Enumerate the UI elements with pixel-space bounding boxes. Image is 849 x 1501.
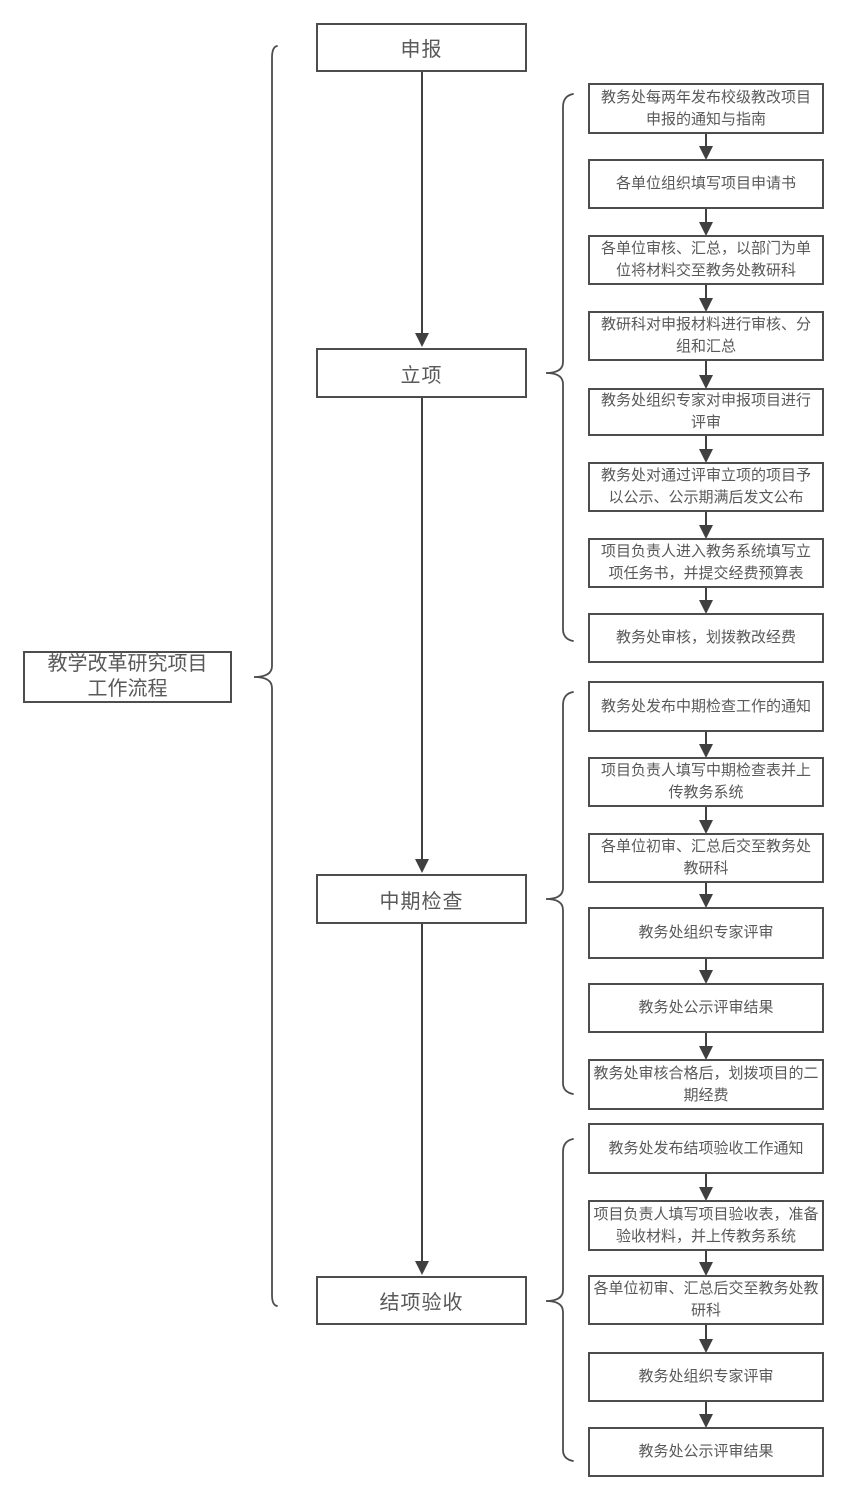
stage-box-jiexiangyanshou: 结项验收 [316,1276,527,1325]
stage-box-shenbao: 申报 [316,23,527,72]
step-box: 教务处组织专家评审 [588,907,824,959]
step-label: 教务处组织专家对申报项目进行 评审 [600,392,811,431]
arrow-step [699,209,713,236]
stage-label: 中期检查 [379,890,464,913]
arrow-step [699,1251,713,1276]
arrow-step [699,134,713,160]
step-label: 教务处发布结项验收工作通知 [608,1139,804,1157]
step-box: 教务处公示评审结果 [588,983,824,1033]
step-box: 各单位初审、汇总后交至教务处 教研科 [588,833,824,883]
arrow-zhongqi-to-jiexiang [415,924,429,1275]
stage-box-lixiang: 立项 [316,348,527,398]
arrow-step [699,883,713,908]
step-label: 教务处组织专家评审 [638,924,774,941]
step-label: 各单位初审、汇总后交至教务处教 研科 [593,1280,819,1319]
step-label: 教务处公示评审结果 [638,1443,774,1460]
step-box: 教务处发布结项验收工作通知 [588,1123,824,1174]
arrow-step [699,807,713,834]
step-box: 教务处审核合格后，划拨项目的二 期经费 [588,1059,824,1110]
diagram-title-box: 教学改革研究项目 工作流程 [23,651,232,703]
arrow-step [699,285,713,312]
step-box: 各单位初审、汇总后交至教务处教 研科 [588,1275,824,1325]
step-label: 教研科对申报材料进行审核、分 组和汇总 [600,316,811,355]
arrow-shenbao-to-lixiang [415,72,429,347]
step-label: 教务处对通过评审立项的项目予 以公示、公示期满后发文公布 [600,467,811,506]
closing-section-brace [545,1138,574,1462]
step-box: 教务处公示评审结果 [588,1427,824,1477]
step-label: 教务处审核合格后，划拨项目的二 期经费 [593,1064,819,1104]
arrow-step [699,1402,713,1428]
setup-section-brace [545,93,574,642]
step-label: 教务处发布中期检查工作的通知 [600,697,811,715]
step-box: 教务处组织专家评审 [588,1352,824,1402]
step-box: 各单位组织填写项目申请书 [588,159,824,209]
step-box: 教务处每两年发布校级教改项目 申报的通知与指南 [588,83,824,134]
step-box: 教务处对通过评审立项的项目予 以公示、公示期满后发文公布 [588,462,824,512]
step-label: 教务处公示评审结果 [638,999,774,1016]
arrow-step [699,361,713,389]
stage-label: 申报 [400,39,443,61]
stage-label: 立项 [400,364,443,387]
step-label: 各单位审核、汇总，以部门为单 位将材料交至教务处教研科 [600,240,811,279]
stage-label: 结项验收 [379,1292,464,1314]
arrow-step [699,588,713,614]
midterm-section-brace [545,691,574,1095]
arrow-step [699,512,713,539]
arrow-lixiang-to-zhongqi [415,398,429,873]
step-box: 项目负责人进入教务系统填写立 项任务书，并提交经费预算表 [588,538,824,588]
arrow-step [699,959,713,984]
step-label: 项目负责人填写项目验收表，准备 验收材料，并上传教务系统 [593,1205,819,1245]
arrow-step [699,436,713,463]
diagram-title: 教学改革研究项目 工作流程 [47,653,208,700]
stage-box-zhongqijiancha: 中期检查 [316,874,527,924]
step-box: 项目负责人填写项目验收表，准备 验收材料，并上传教务系统 [588,1200,824,1251]
step-label: 教务处每两年发布校级教改项目 申报的通知与指南 [600,88,811,128]
step-label: 项目负责人进入教务系统填写立 项任务书，并提交经费预算表 [600,543,811,582]
step-box: 教务处组织专家对申报项目进行 评审 [588,388,824,436]
arrow-step [699,1033,713,1060]
step-box: 各单位审核、汇总，以部门为单 位将材料交至教务处教研科 [588,235,824,285]
step-label: 各单位初审、汇总后交至教务处 教研科 [600,838,811,877]
step-label: 项目负责人填写中期检查表并上 传教务系统 [600,762,811,801]
step-box: 项目负责人填写中期检查表并上 传教务系统 [588,757,824,807]
step-box: 教务处发布中期检查工作的通知 [588,681,824,732]
step-label: 教务处审核，划拨教改经费 [615,629,796,646]
step-box: 教务处审核，划拨教改经费 [588,613,824,663]
step-label: 教务处组织专家评审 [638,1368,774,1385]
arrow-step [699,1325,713,1353]
arrow-step [699,732,713,758]
stage-group-brace [253,45,278,1307]
arrow-step [699,1174,713,1201]
step-box: 教研科对申报材料进行审核、分 组和汇总 [588,311,824,361]
step-label: 各单位组织填写项目申请书 [615,175,796,192]
